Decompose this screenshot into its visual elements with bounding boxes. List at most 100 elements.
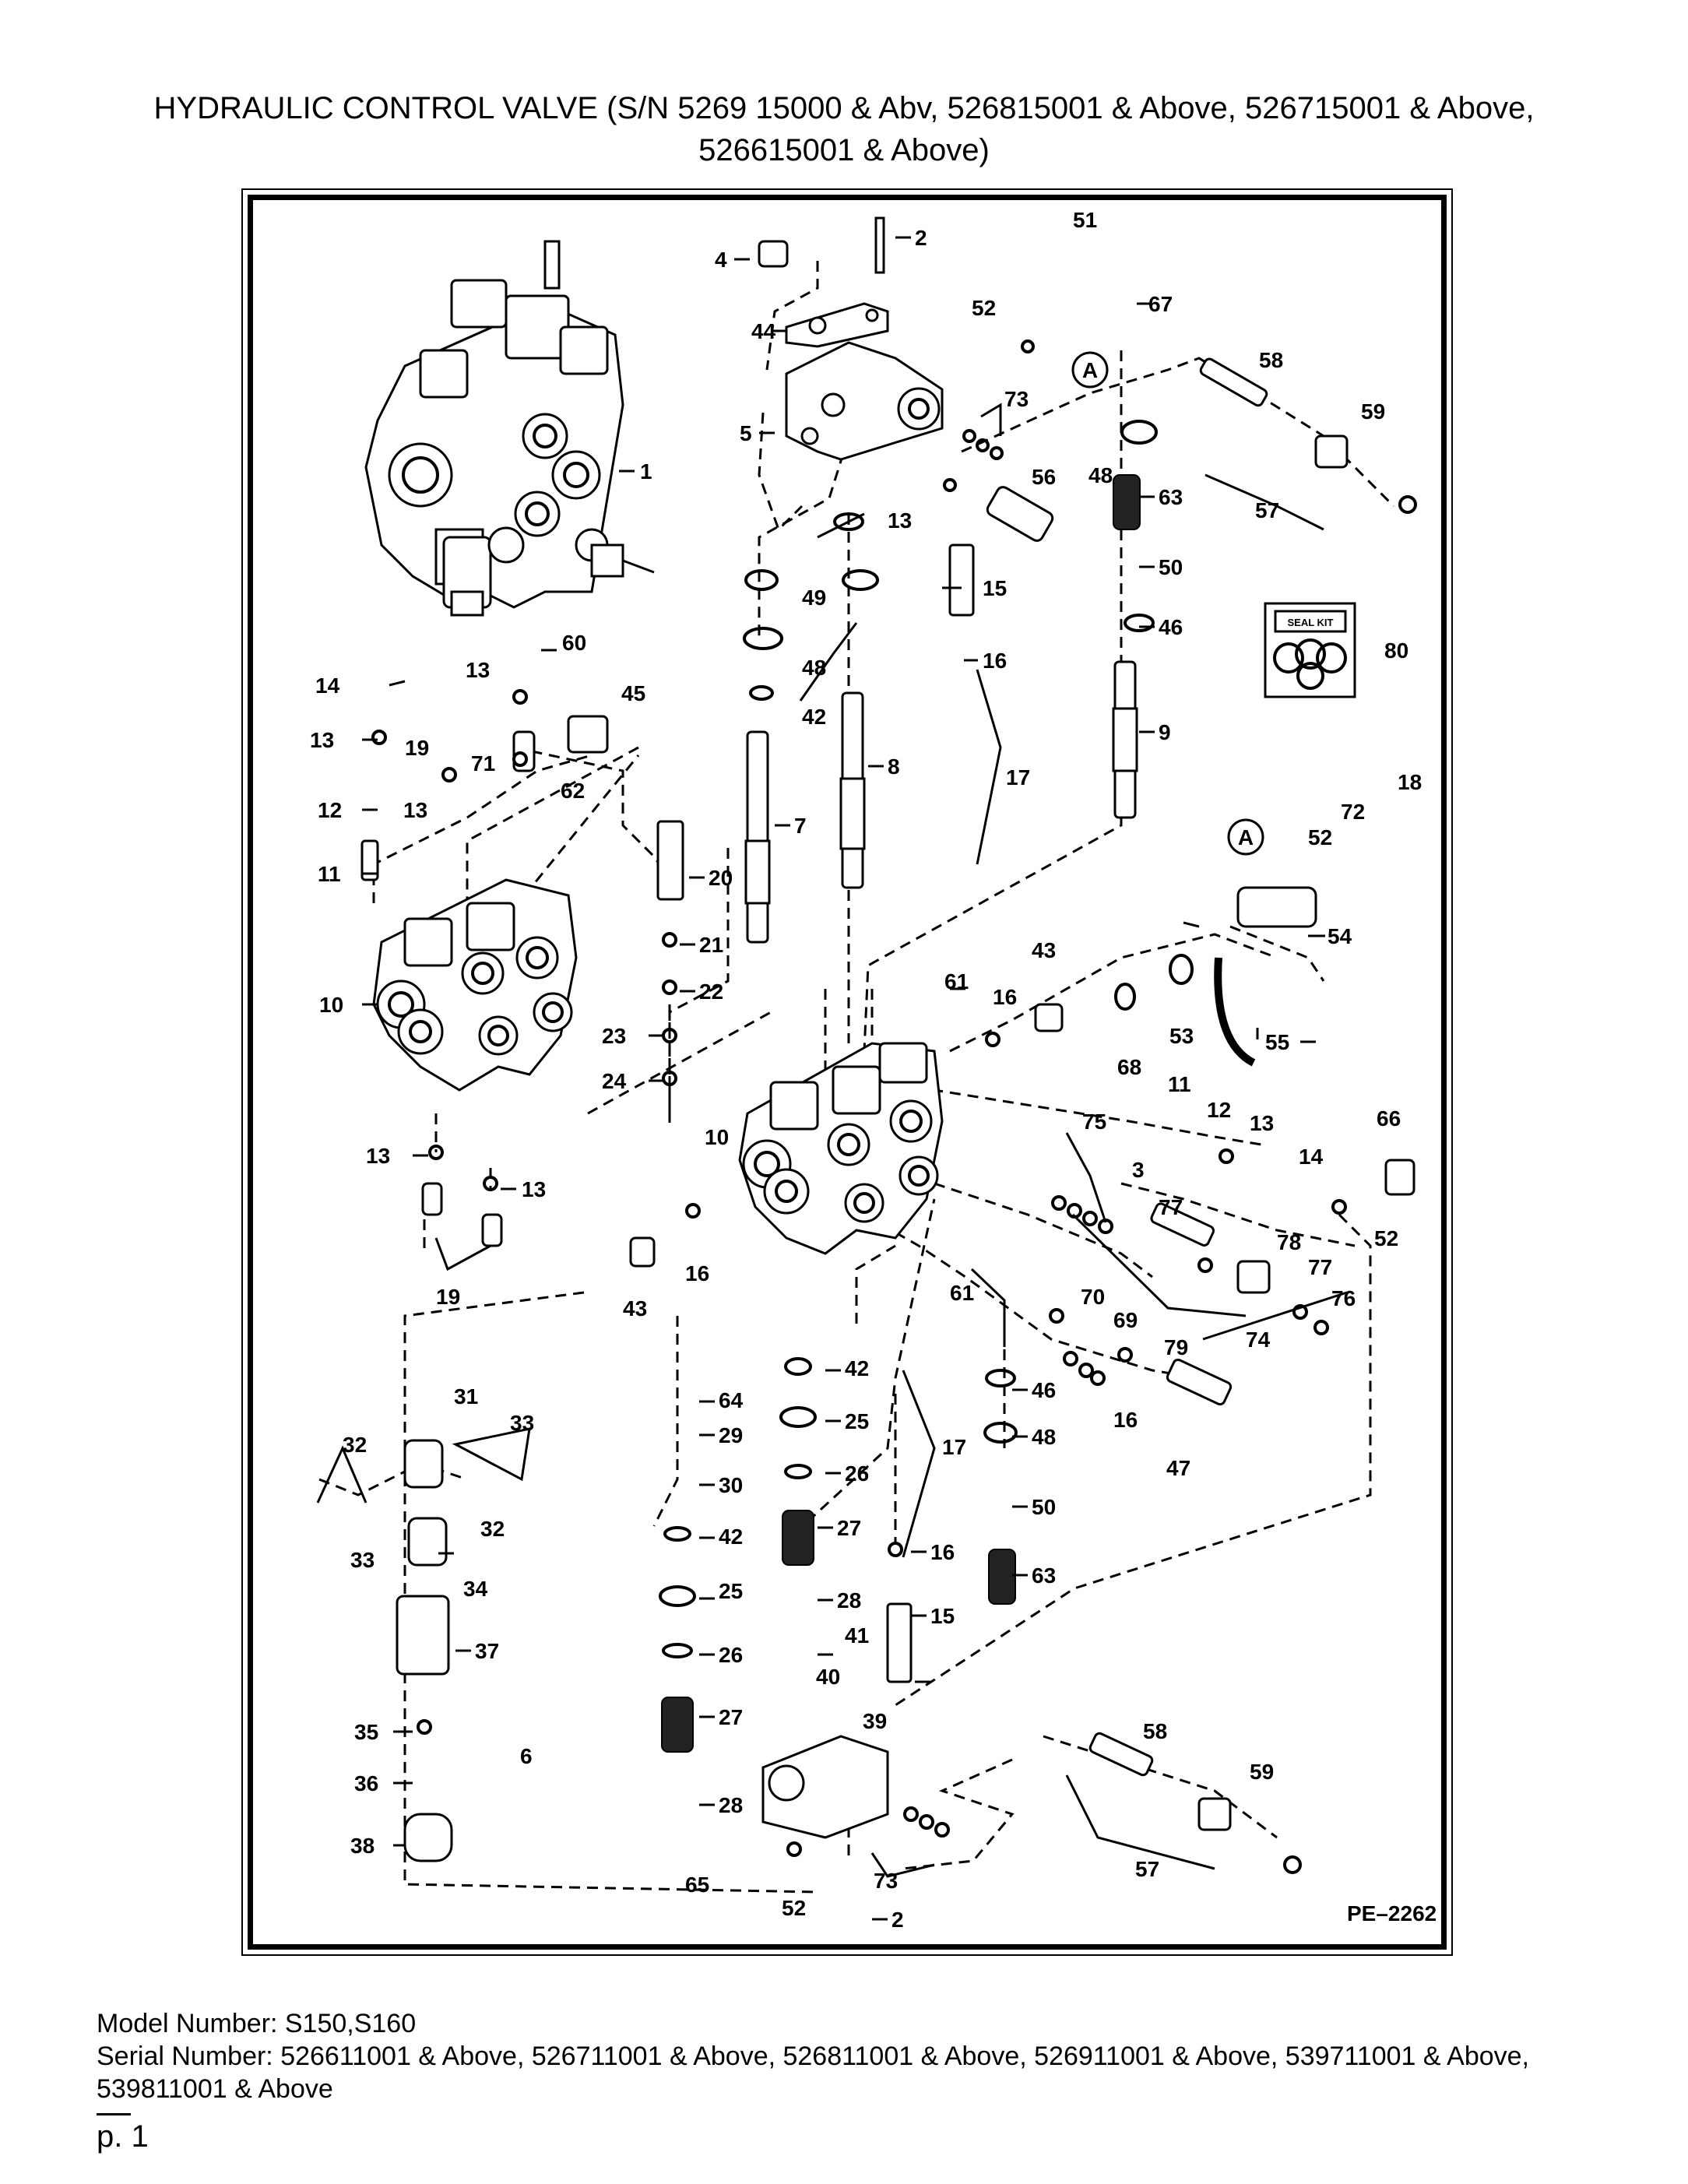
callout-79: 79: [1164, 1335, 1188, 1359]
callout-48c: 48: [1032, 1425, 1056, 1449]
seal-kit-label: SEAL KIT: [1288, 617, 1334, 628]
callout-15b: 15: [930, 1604, 955, 1628]
callout-64: 64: [719, 1388, 744, 1412]
callout-25: 25: [845, 1409, 869, 1433]
callout-76: 76: [1331, 1286, 1356, 1310]
callout-68: 68: [1117, 1055, 1141, 1079]
callout-12b: 12: [1207, 1098, 1231, 1122]
callout-19: 19: [405, 736, 429, 760]
callout-32: 32: [343, 1433, 367, 1457]
callout-1: 1: [640, 459, 652, 484]
callout-48: 48: [1088, 463, 1113, 487]
callout-33b: 33: [350, 1548, 375, 1572]
callout-47: 47: [1166, 1456, 1190, 1480]
callout-32b: 32: [480, 1517, 505, 1541]
page-number: p. 1: [97, 2119, 149, 2154]
callout-16: 16: [983, 649, 1007, 673]
leader-lines: [316, 236, 1348, 1921]
callout-37: 37: [475, 1639, 499, 1663]
callout-56: 56: [1032, 465, 1056, 489]
callout-14b: 14: [1299, 1145, 1324, 1169]
callout-52b: 52: [1308, 825, 1332, 849]
callout-17: 17: [1006, 765, 1030, 790]
callout-13b: 13: [466, 658, 490, 682]
drawing-id: PE–2262: [1347, 1901, 1437, 1926]
callout-49: 49: [802, 586, 826, 610]
callout-52c: 52: [1374, 1226, 1398, 1250]
callout-11b: 11: [1168, 1072, 1191, 1096]
callout-77b: 77: [1308, 1255, 1332, 1279]
callout-19b: 19: [436, 1285, 460, 1309]
callout-45: 45: [621, 681, 645, 705]
o-rings: [371, 339, 1417, 1874]
callout-8: 8: [888, 754, 900, 779]
callout-66: 66: [1377, 1106, 1401, 1131]
callout-18: 18: [1398, 770, 1422, 794]
callout-46: 46: [1159, 615, 1183, 639]
callout-a-marks: A A: [1071, 351, 1264, 856]
diagram-frame: [241, 188, 1453, 1956]
part-5-inlet-block: [758, 216, 944, 461]
callout-75: 75: [1082, 1110, 1106, 1134]
callout-13c: 13: [403, 798, 427, 822]
callout-3: 3: [1132, 1158, 1145, 1182]
callout-36: 36: [354, 1771, 378, 1795]
callout-28b: 28: [719, 1793, 743, 1817]
callout-17b: 17: [942, 1435, 966, 1459]
callout-67: 67: [1148, 292, 1173, 316]
part-10-valve-body-center: [738, 1042, 944, 1255]
callout-65: 65: [685, 1873, 709, 1897]
springs: [661, 474, 1141, 1753]
callout-57: 57: [1255, 498, 1279, 522]
callout-40: 40: [816, 1665, 840, 1689]
callout-35: 35: [354, 1720, 378, 1744]
callout-16e: 16: [1113, 1408, 1138, 1432]
callout-14: 14: [315, 673, 340, 698]
callout-7: 7: [794, 814, 807, 838]
callout-24: 24: [602, 1069, 627, 1093]
callout-2: 2: [915, 226, 927, 250]
callout-38: 38: [350, 1834, 375, 1858]
callout-a-top: A: [1082, 358, 1098, 382]
callout-13d: 13: [888, 508, 912, 533]
callout-54: 54: [1328, 924, 1352, 948]
callout-59: 59: [1361, 399, 1385, 424]
callout-a-right: A: [1238, 825, 1254, 849]
callout-13f: 13: [522, 1177, 546, 1201]
callout-61b: 61: [950, 1281, 974, 1305]
callout-62: 62: [561, 779, 585, 803]
callout-9: 9: [1159, 720, 1171, 744]
callout-61: 61: [944, 969, 969, 994]
callout-10-left: 10: [319, 993, 343, 1017]
callout-53: 53: [1169, 1024, 1194, 1048]
callout-33: 33: [510, 1411, 534, 1435]
callout-26b: 26: [719, 1643, 743, 1667]
part-10-valve-body-left: [372, 878, 578, 1092]
callout-71: 71: [471, 751, 495, 775]
title-line-1: HYDRAULIC CONTROL VALVE (S/N 5269 15000 …: [153, 91, 1535, 125]
callout-25b: 25: [719, 1579, 743, 1603]
callout-13g: 13: [1250, 1111, 1274, 1135]
callout-22: 22: [699, 979, 723, 1004]
callout-31: 31: [454, 1384, 478, 1409]
fittings: [360, 357, 1415, 1862]
callout-2b: 2: [891, 1908, 904, 1932]
callout-42b: 42: [845, 1356, 869, 1380]
callout-73: 73: [1004, 387, 1029, 411]
callout-16b: 16: [993, 985, 1017, 1009]
callout-23: 23: [602, 1024, 626, 1048]
callout-16d: 16: [930, 1540, 955, 1564]
callout-42: 42: [802, 705, 826, 729]
callout-69: 69: [1113, 1308, 1138, 1332]
callout-5: 5: [740, 421, 752, 445]
callout-20: 20: [709, 866, 733, 890]
callout-52: 52: [972, 296, 996, 320]
callout-78: 78: [1277, 1230, 1301, 1254]
callout-74: 74: [1246, 1328, 1271, 1352]
callout-labels: 1 2 2 3 4 5 6 7 8 9 10 10 11 11 12 12 13…: [310, 208, 1422, 1932]
callout-13e: 13: [366, 1144, 390, 1168]
callout-27b: 27: [719, 1705, 743, 1729]
callout-41: 41: [845, 1623, 869, 1648]
callout-42c: 42: [719, 1525, 743, 1549]
